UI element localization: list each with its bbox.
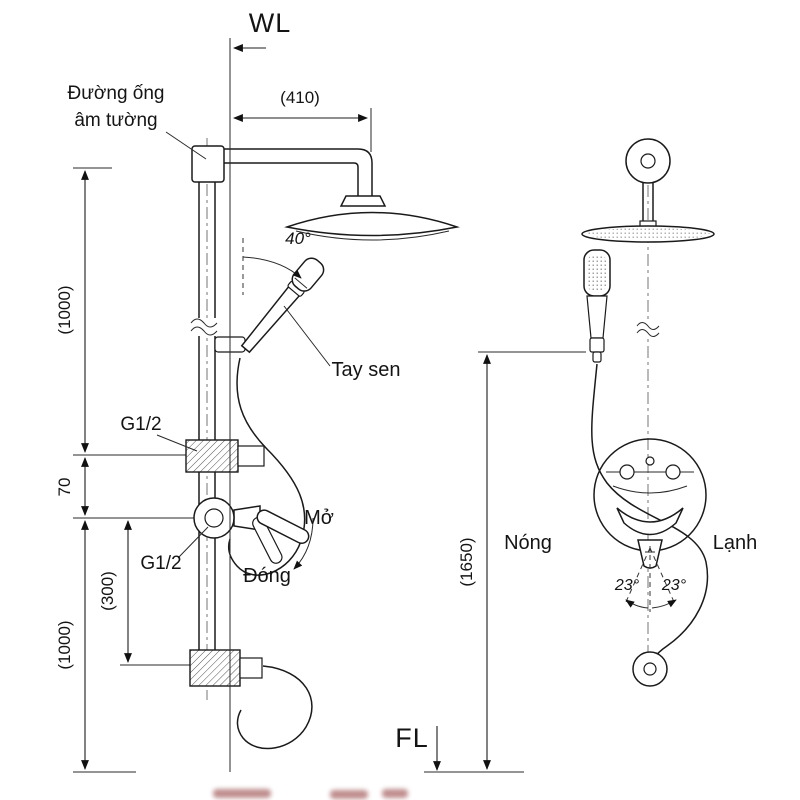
mixer-valve-side: [193, 497, 314, 570]
handle-swing-arc: [293, 517, 314, 570]
spout-front: [637, 539, 663, 569]
concealed-pipe-label-line1: Đường ống: [67, 83, 164, 104]
shower-arm: [224, 148, 373, 196]
bottom-watermark: [330, 790, 368, 799]
side-view: [185, 138, 460, 750]
pipe-break: [192, 318, 222, 336]
mixer-valve-front: [593, 438, 707, 612]
concealed-pipe-label-line2: âm tường: [74, 110, 157, 131]
text-labels: WL FL Đường ống âm tường (410) (1000) 70…: [55, 8, 757, 753]
angle-23-left-label: 23°: [614, 577, 640, 594]
open-label: Mở: [304, 507, 334, 529]
angle-arc-40: [242, 256, 302, 279]
dim-300: (300): [98, 571, 117, 611]
bottom-watermark: [213, 789, 271, 798]
hand-shower-label: Tay sen: [332, 359, 401, 381]
angle-23-right-label: 23°: [661, 577, 687, 594]
top-elbow-fitting: [191, 145, 225, 183]
mixer-handle-front: [616, 507, 684, 536]
leader-lines: [156, 131, 331, 559]
hand-shower-wand: [240, 257, 325, 354]
mixer-handle-closed: [252, 516, 283, 564]
bottom-hose-loop: [236, 665, 313, 750]
extension-lines: [73, 108, 586, 773]
dim-70: 70: [55, 478, 74, 497]
dimension-lines: [81, 114, 491, 770]
dim-410: (410): [280, 88, 320, 107]
dim-1000-lower: (1000): [55, 620, 74, 669]
thread-lower-label: G1/2: [140, 553, 181, 574]
bottom-watermark: [382, 789, 408, 798]
swing-arc-left: [625, 599, 649, 609]
hot-label: Nóng: [504, 532, 552, 554]
bottom-elbow-fitting: [189, 649, 313, 750]
dim-1650: (1650): [457, 537, 476, 586]
head-connector: [339, 195, 387, 207]
angle-40-label: 40°: [285, 229, 311, 248]
wall-line-label: WL: [249, 8, 292, 38]
close-label: Đóng: [243, 565, 291, 587]
cold-label: Lạnh: [713, 532, 758, 554]
rain-shower-head: [284, 211, 460, 237]
mixer-handle-open: [256, 509, 310, 544]
swing-arc-right: [651, 599, 677, 609]
wall-line-group: [229, 38, 266, 772]
shower-hose-front: [591, 363, 709, 660]
dim-1000-upper: (1000): [55, 285, 74, 334]
floor-line-label: FL: [395, 723, 429, 753]
front-view: [581, 138, 715, 687]
hand-shower-front: [583, 249, 611, 363]
thread-upper-label: G1/2: [120, 414, 161, 435]
upper-union-fitting: [185, 439, 265, 473]
